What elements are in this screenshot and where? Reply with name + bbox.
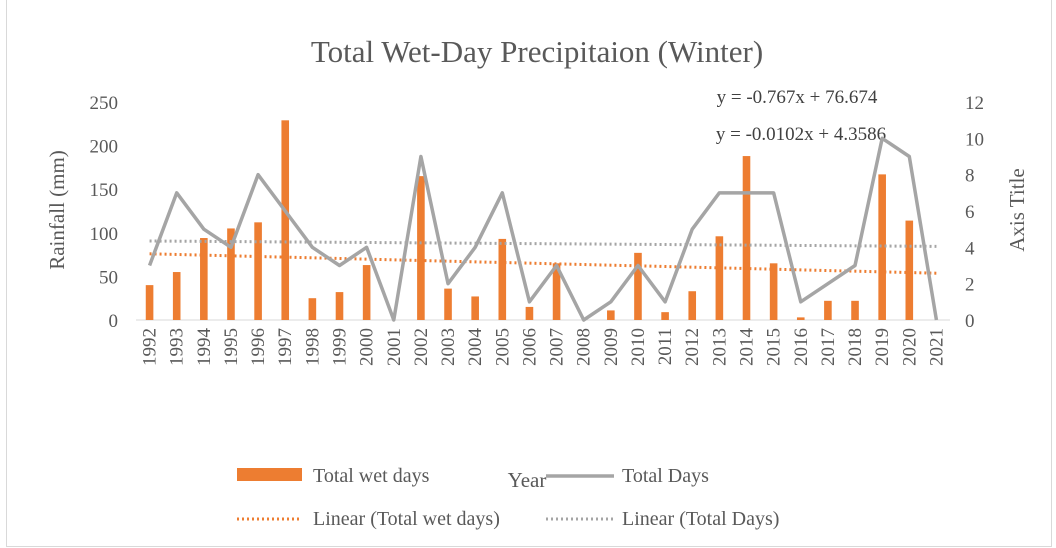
bar bbox=[200, 238, 208, 320]
x-tick-label: 2018 bbox=[845, 328, 866, 366]
x-tick-label: 2014 bbox=[737, 328, 758, 367]
trendline-total-days bbox=[149, 239, 937, 248]
x-axis-label: Year bbox=[508, 468, 547, 492]
x-tick-label: 2015 bbox=[764, 328, 785, 366]
x-tick-label: 2011 bbox=[655, 328, 676, 365]
bar bbox=[362, 265, 371, 320]
x-tick-label: 2005 bbox=[492, 328, 513, 366]
y-tick-label: 150 bbox=[90, 180, 119, 201]
x-tick-label: 2013 bbox=[709, 328, 730, 366]
x-tick-label: 2001 bbox=[384, 328, 405, 366]
line-group bbox=[147, 136, 939, 322]
y2-tick-label: 6 bbox=[965, 202, 975, 223]
bar bbox=[661, 312, 669, 320]
bar bbox=[498, 238, 507, 320]
x-tick-label: 2007 bbox=[547, 328, 568, 366]
y2-tick-label: 2 bbox=[965, 275, 975, 296]
trendlines-group bbox=[149, 239, 937, 275]
x-tick-label: 2017 bbox=[818, 328, 839, 366]
y-tick-label: 0 bbox=[109, 311, 119, 332]
y2-tick-label: 10 bbox=[965, 129, 984, 150]
bar bbox=[172, 272, 181, 320]
y-tick-label: 250 bbox=[90, 93, 119, 114]
y-tick-label: 100 bbox=[90, 224, 119, 245]
trendline-wet-days bbox=[149, 252, 937, 275]
bar bbox=[471, 296, 479, 320]
bar bbox=[525, 306, 534, 320]
trend-equation-total-days: y = -0.0102x + 4.3586 bbox=[716, 124, 886, 145]
bar bbox=[742, 156, 751, 320]
chart-title: Total Wet-Day Precipitaion (Winter) bbox=[311, 34, 763, 69]
bar bbox=[769, 263, 778, 320]
bar bbox=[634, 252, 642, 320]
y2-tick-label: 4 bbox=[965, 238, 975, 259]
x-tick-label: 2008 bbox=[574, 328, 595, 366]
bar bbox=[335, 292, 344, 320]
bar bbox=[607, 310, 615, 320]
legend-label-total-days: Total Days bbox=[622, 465, 709, 487]
chart-frame bbox=[6, 0, 1052, 547]
x-tick-label: 1992 bbox=[140, 328, 161, 366]
y2-tick-label: 0 bbox=[965, 311, 975, 332]
x-tick-label: 2000 bbox=[357, 328, 378, 366]
legend-label-wet-days: Total wet days bbox=[313, 465, 430, 487]
x-tick-label: 2012 bbox=[682, 328, 703, 366]
x-tick-label: 1993 bbox=[167, 328, 188, 366]
x-tick-label: 1999 bbox=[330, 328, 351, 366]
y2-tick-label: 12 bbox=[965, 93, 984, 114]
y-axis-label: Rainfall (mm) bbox=[45, 150, 69, 270]
x-tick-label: 2004 bbox=[465, 328, 486, 367]
axes-group: 0 50 100 150 200 250 0 2 4 6 8 10 12 1992 1993 1994 1995… bbox=[90, 93, 985, 366]
x-tick-label: 2006 bbox=[519, 328, 540, 366]
y2-axis-label: Axis Title bbox=[1005, 168, 1029, 251]
x-tick-label: 1994 bbox=[194, 328, 215, 367]
trend-equation-wet-days: y = -0.767x + 76.674 bbox=[717, 87, 878, 108]
x-tick-label: 2016 bbox=[791, 328, 812, 366]
bar bbox=[308, 298, 317, 320]
bar bbox=[417, 176, 425, 320]
bars-group bbox=[145, 120, 914, 320]
legend-label-trend-total-days: Linear (Total Days) bbox=[622, 508, 779, 530]
x-tick-label: 2003 bbox=[438, 328, 459, 366]
x-tick-label: 2009 bbox=[601, 328, 622, 366]
y2-tick-label: 8 bbox=[965, 166, 975, 187]
y-tick-label: 50 bbox=[99, 267, 118, 288]
legend-swatch-wet-days bbox=[237, 468, 302, 481]
bar bbox=[254, 222, 262, 320]
bar bbox=[905, 220, 914, 320]
bar bbox=[688, 291, 697, 320]
x-tick-label: 2002 bbox=[411, 328, 432, 366]
y-tick-label: 200 bbox=[90, 137, 119, 158]
bar bbox=[878, 174, 886, 320]
bar bbox=[715, 236, 724, 320]
x-tick-label: 2010 bbox=[628, 328, 649, 366]
bar bbox=[227, 228, 235, 320]
legend-label-trend-wet-days: Linear (Total wet days) bbox=[313, 508, 500, 530]
x-tick-label: 2021 bbox=[926, 328, 947, 366]
bar bbox=[145, 285, 154, 320]
bar bbox=[824, 300, 832, 320]
x-tick-label: 1997 bbox=[275, 328, 296, 366]
bar bbox=[796, 317, 805, 320]
x-tick-label: 1998 bbox=[302, 328, 323, 366]
bar bbox=[444, 288, 452, 320]
bar bbox=[281, 120, 290, 320]
x-tick-label: 2019 bbox=[872, 328, 893, 366]
bar bbox=[851, 300, 859, 320]
x-tick-label: 1995 bbox=[221, 328, 242, 366]
x-tick-label: 2020 bbox=[899, 328, 920, 366]
line-total-days bbox=[147, 136, 939, 322]
x-tick-label: 1996 bbox=[248, 328, 269, 366]
bar bbox=[552, 263, 561, 320]
